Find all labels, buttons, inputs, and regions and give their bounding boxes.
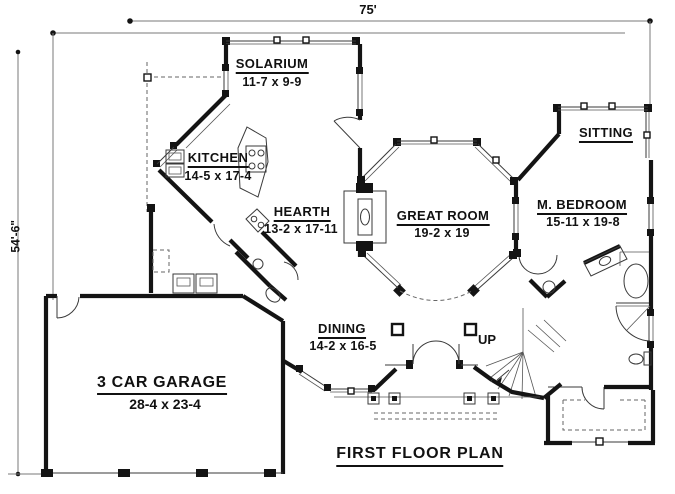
powder-sink xyxy=(252,258,264,270)
dining-entry-walls xyxy=(280,322,540,420)
room-size-great-room: 19-2 x 19 xyxy=(414,226,470,240)
bathtub xyxy=(623,263,649,299)
powder-room xyxy=(234,230,299,303)
room-label-dining: DINING xyxy=(318,322,366,339)
dimension-lines xyxy=(8,18,653,477)
room-size-m-bedroom: 15-11 x 19-8 xyxy=(546,215,620,229)
rear-porch-walls xyxy=(544,390,656,446)
stairs-up-label: UP xyxy=(478,332,497,347)
plan-title: FIRST FLOOR PLAN xyxy=(336,445,504,467)
m-bath xyxy=(528,244,652,366)
powder-toilet xyxy=(265,287,281,303)
vanity xyxy=(583,245,628,277)
garage-walls xyxy=(41,293,286,477)
bath-sink-2 xyxy=(598,256,612,266)
garage-entry-door xyxy=(56,296,80,319)
bedroom-door-left xyxy=(518,254,539,275)
shower xyxy=(615,305,651,342)
room-label-hearth: HEARTH xyxy=(273,205,331,222)
room-label-great-room: GREAT ROOM xyxy=(396,209,490,226)
room-label-garage: 3 CAR GARAGE xyxy=(97,374,227,395)
room-size-solarium: 11-7 x 9-9 xyxy=(242,75,302,89)
entry-door-left xyxy=(412,340,437,365)
fireplace xyxy=(343,183,387,251)
oven xyxy=(165,149,185,164)
bath-sink-1 xyxy=(542,280,556,294)
solarium-walls xyxy=(222,36,363,182)
toilet xyxy=(628,353,644,365)
room-size-garage: 28-4 x 23-4 xyxy=(129,396,201,412)
dryer xyxy=(195,273,218,294)
foyer-column-right xyxy=(463,322,478,337)
kitchen-fixtures xyxy=(165,126,270,233)
overall-height-dimension: 54'-6" xyxy=(8,220,23,253)
kitchen-island xyxy=(237,126,269,198)
m-bedroom-walls xyxy=(513,160,654,410)
room-label-sitting: SITTING xyxy=(578,126,634,143)
washer xyxy=(172,273,195,294)
staircase xyxy=(485,308,567,401)
overall-width-dimension: 75' xyxy=(359,2,377,17)
room-size-kitchen: 14-5 x 17-4 xyxy=(184,169,252,183)
laundry-walls xyxy=(147,204,218,294)
room-label-m-bedroom: M. BEDROOM xyxy=(537,198,627,215)
kitchen-walls xyxy=(143,62,250,260)
room-label-kitchen: KITCHEN xyxy=(187,151,249,168)
bedroom-door-right xyxy=(537,254,558,275)
room-label-solarium: SOLARIUM xyxy=(235,57,309,74)
kitchen-sink xyxy=(245,208,270,233)
sitting-walls xyxy=(516,102,652,182)
cooktop xyxy=(245,145,267,173)
room-size-dining: 14-2 x 16-5 xyxy=(309,339,377,353)
room-size-hearth: 13-2 x 17-11 xyxy=(264,222,338,236)
foyer-column-left xyxy=(390,322,405,337)
entry-door-right xyxy=(435,340,460,365)
